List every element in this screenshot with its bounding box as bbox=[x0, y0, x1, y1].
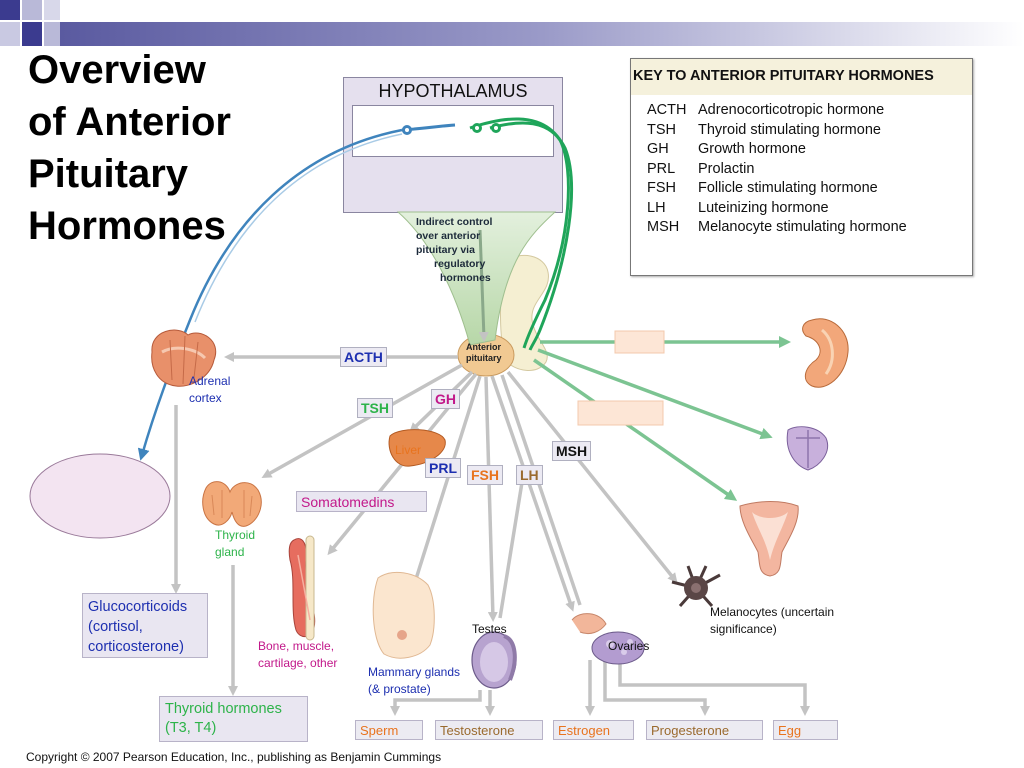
egg-box: Egg bbox=[773, 720, 838, 740]
testosterone-box: Testosterone bbox=[435, 720, 543, 740]
adrenal-gland-illustration bbox=[151, 329, 217, 387]
ovaries-illustration bbox=[571, 613, 645, 665]
fsh-label: FSH bbox=[467, 465, 503, 485]
bone-muscle-label: Bone, muscle, cartilage, other bbox=[258, 639, 338, 670]
estrogen-box: Estrogen bbox=[553, 720, 634, 740]
mammary-glands-label: Mammary glands (& prostate) bbox=[368, 665, 461, 696]
prostate-illustration bbox=[786, 426, 828, 471]
header-decoration bbox=[0, 0, 1024, 46]
deco-square bbox=[0, 0, 20, 20]
deco-square bbox=[22, 22, 42, 46]
kidney-illustration bbox=[802, 318, 849, 388]
green-arrow-uterus bbox=[533, 358, 738, 501]
posterior-target-oval bbox=[29, 453, 171, 539]
melanocyte-illustration bbox=[671, 565, 721, 607]
green-arrow-prostate bbox=[537, 348, 773, 440]
green-neuron bbox=[469, 117, 570, 349]
liver-illustration bbox=[388, 429, 446, 467]
prl-arrow bbox=[407, 375, 482, 602]
glucocorticoids-box: Glucocorticoids (cortisol, corticosteron… bbox=[82, 593, 208, 658]
msh-label: MSH bbox=[552, 441, 592, 461]
testes-output-arrows bbox=[390, 690, 482, 716]
deco-square bbox=[22, 0, 42, 20]
msh-arrow bbox=[506, 370, 678, 584]
progesterone-box: Progesterone bbox=[646, 720, 763, 740]
anterior-pituitary-label: Anterior pituitary bbox=[466, 342, 502, 363]
indirect-control-funnel bbox=[396, 211, 557, 346]
green-neuron-2 bbox=[489, 121, 574, 351]
hypothalamus-label: HYPOTHALAMUS bbox=[378, 81, 528, 101]
testes-label: Testes bbox=[472, 622, 507, 636]
deco-square bbox=[44, 22, 60, 46]
thyroid-illustration bbox=[202, 481, 262, 527]
hypothalamus-box: HYPOTHALAMUS bbox=[343, 77, 563, 213]
testes-illustration bbox=[471, 631, 517, 689]
melanocytes-label: Melanocytes (uncertain significance) bbox=[710, 605, 835, 636]
lh-arrow-testes bbox=[498, 469, 526, 619]
funnel-arrow bbox=[478, 229, 489, 342]
somatomedins-label: Somatomedins bbox=[296, 491, 427, 512]
tsh-arrow bbox=[261, 363, 463, 478]
adrenal-cortex-label: Adrenal cortex bbox=[189, 374, 231, 405]
thyroid-gland-label: Thyroid gland bbox=[215, 528, 256, 559]
tsh-label: TSH bbox=[357, 398, 393, 418]
bone-muscle-illustration bbox=[288, 535, 316, 641]
sperm-box: Sperm bbox=[355, 720, 423, 740]
ovaries-label: Ovaries bbox=[608, 639, 650, 653]
hormone-key-title: KEY TO ANTERIOR PITUITARY HORMONES bbox=[631, 59, 972, 95]
lh-arrow-ovaries bbox=[500, 374, 582, 606]
fsh-arrow-ovaries bbox=[490, 375, 575, 612]
copyright-notice: Copyright © 2007 Pearson Education, Inc.… bbox=[26, 750, 442, 764]
uterus-illustration bbox=[739, 501, 799, 577]
deco-square bbox=[0, 22, 20, 46]
fsh-arrow-testes bbox=[484, 376, 498, 622]
empty-label-box bbox=[577, 400, 664, 426]
gh-label: GH bbox=[431, 389, 460, 409]
prl-label: PRL bbox=[425, 458, 461, 478]
blue-curved-arrow bbox=[137, 128, 403, 461]
acth-label: ACTH bbox=[340, 347, 387, 367]
header-bar bbox=[60, 22, 1024, 46]
slide-title: Overview of Anterior Pituitary Hormones bbox=[28, 48, 231, 248]
indirect-control-label: Indirect control over anterior pituitary… bbox=[416, 216, 493, 284]
hypothalamus-inner-panel bbox=[352, 105, 554, 157]
thyroid-hormones-box: Thyroid hormones (T3, T4) bbox=[159, 696, 308, 742]
lh-label: LH bbox=[516, 465, 543, 485]
liver-label: Liver bbox=[395, 443, 422, 457]
deco-square bbox=[44, 0, 60, 20]
empty-label-box bbox=[614, 330, 665, 354]
mammary-illustration bbox=[372, 571, 435, 659]
